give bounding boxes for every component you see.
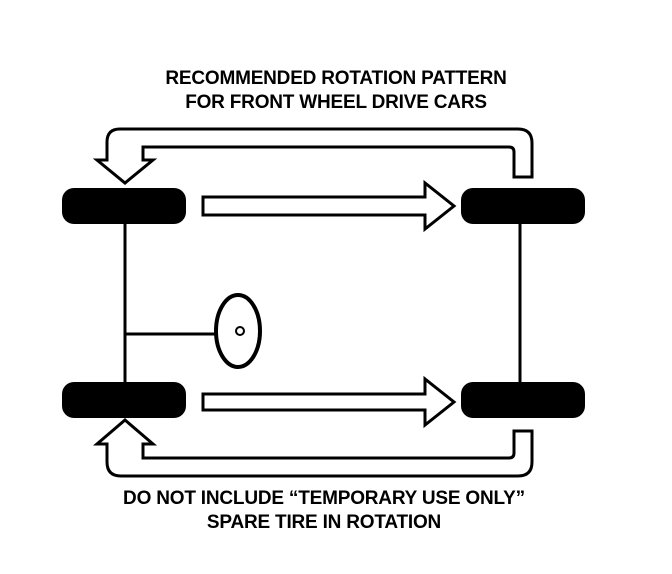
arrow-front-right-to-rear-right: [201, 375, 457, 429]
tire-front-left: [62, 188, 186, 224]
spare-tire-note: DO NOT INCLUDE “TEMPORARY USE ONLY” SPAR…: [0, 487, 660, 535]
note-line-2: SPARE TIRE IN ROTATION: [206, 512, 442, 533]
arrow-front-left-to-rear-left: [201, 179, 457, 233]
tire-rear-left: [461, 188, 585, 224]
title-line-2: FOR FRONT WHEEL DRIVE CARS: [185, 92, 487, 113]
note-line-1: DO NOT INCLUDE “TEMPORARY USE ONLY”: [123, 488, 525, 509]
steering-hub: [235, 326, 245, 336]
tire-front-right: [62, 382, 186, 418]
arrow-rear-to-front-top: [92, 127, 534, 185]
diagram-title: RECOMMENDED ROTATION PATTERN FOR FRONT W…: [0, 67, 672, 115]
tire-rear-right: [461, 382, 585, 418]
arrow-rear-to-front-bottom: [92, 418, 534, 478]
title-line-1: RECOMMENDED ROTATION PATTERN: [165, 68, 507, 89]
